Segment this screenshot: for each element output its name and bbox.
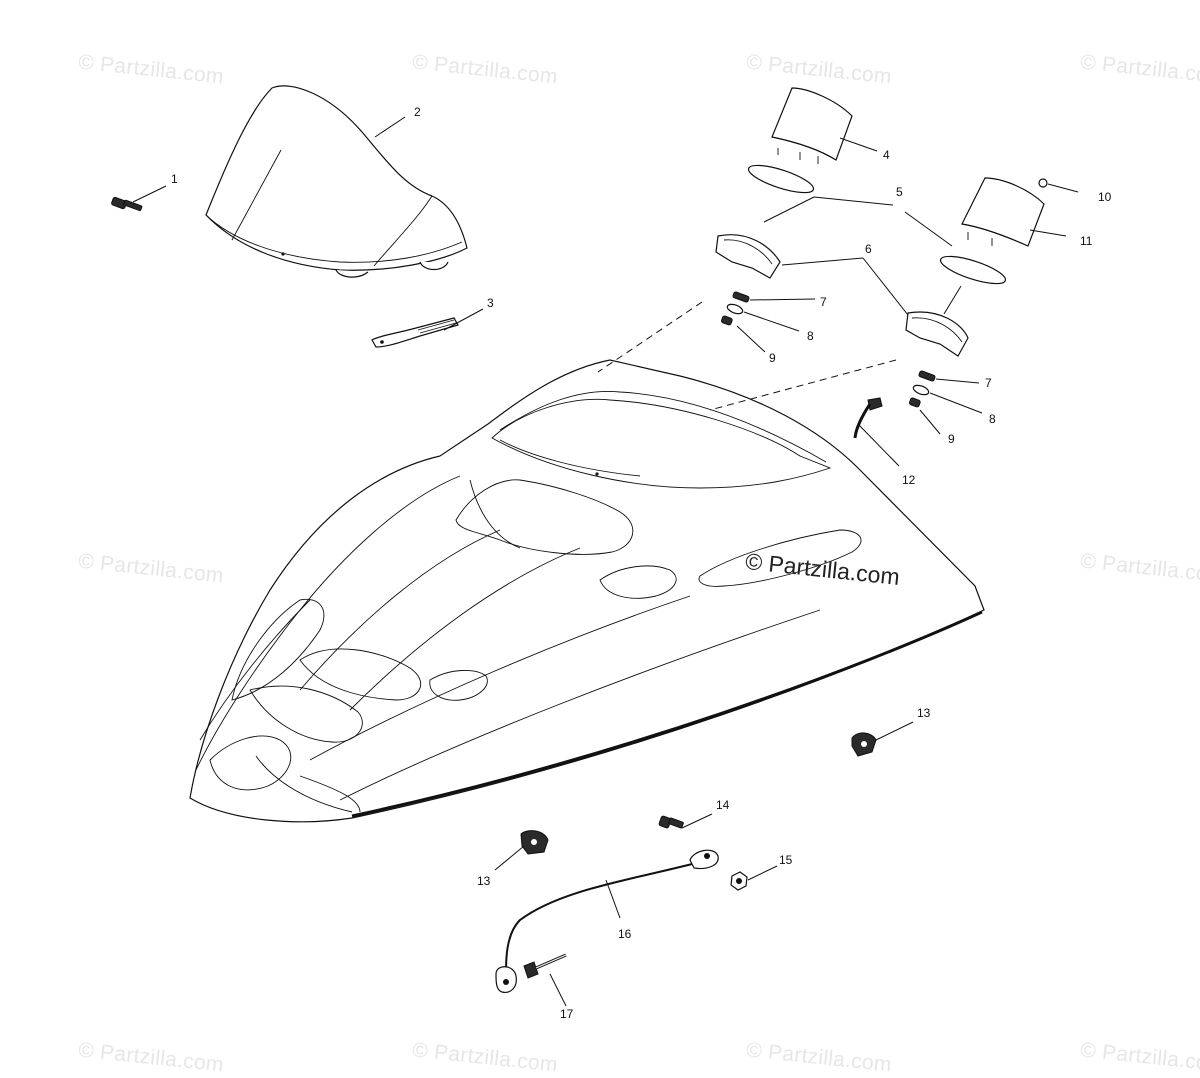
ring-lower-part[interactable] [938, 251, 1008, 289]
windshield-part[interactable] [205, 85, 468, 278]
callout-2: 2 [414, 105, 421, 119]
callout-13-right: 13 [917, 706, 931, 720]
ring-upper-part[interactable] [746, 160, 816, 198]
spring-lower-part[interactable] [918, 370, 936, 382]
callout-6: 6 [865, 242, 872, 256]
gauge-lower-part[interactable] [961, 177, 1045, 247]
callout-17: 17 [560, 1007, 574, 1021]
callout-7-lower: 7 [985, 376, 992, 390]
hood-part[interactable] [189, 359, 985, 823]
leader-lines [132, 116, 1079, 1007]
clip-left-part[interactable] [520, 830, 549, 855]
callout-9-upper: 9 [769, 351, 776, 365]
callout-7-upper: 7 [820, 295, 827, 309]
callout-5: 5 [896, 185, 903, 199]
tether-cable-part[interactable] [495, 849, 719, 993]
callout-labels: 1 2 3 4 5 6 7 8 9 10 11 7 8 9 12 13 13 1… [171, 105, 1112, 1021]
callout-4: 4 [883, 148, 890, 162]
nut-small-part[interactable] [1038, 178, 1048, 188]
bulb-wire-part[interactable] [853, 397, 883, 439]
washer-lower-part[interactable] [912, 384, 930, 397]
callout-8-lower: 8 [989, 412, 996, 426]
callout-1: 1 [171, 172, 178, 186]
gauge-upper-part[interactable] [771, 87, 853, 164]
washer-upper-part[interactable] [726, 303, 744, 316]
bolt-part[interactable] [658, 815, 684, 829]
callout-12: 12 [902, 473, 916, 487]
rivet-part[interactable] [523, 953, 567, 979]
callout-16: 16 [618, 927, 632, 941]
strap-part[interactable] [371, 317, 459, 348]
callout-9-lower: 9 [948, 432, 955, 446]
callout-3: 3 [487, 296, 494, 310]
callout-13-left: 13 [477, 874, 491, 888]
screw-part[interactable] [111, 196, 143, 212]
clip-right-part[interactable] [851, 732, 877, 757]
callout-11: 11 [1080, 234, 1093, 248]
callout-14: 14 [716, 798, 730, 812]
callout-10: 10 [1098, 190, 1112, 204]
spring-upper-part[interactable] [732, 291, 750, 303]
cap-lower-part[interactable] [908, 397, 921, 408]
nut-part[interactable] [730, 871, 748, 891]
callout-15: 15 [779, 853, 793, 867]
callout-8-upper: 8 [807, 329, 814, 343]
bezel-lower-part[interactable] [905, 311, 969, 357]
cap-upper-part[interactable] [720, 315, 733, 326]
bezel-upper-part[interactable] [715, 234, 781, 279]
